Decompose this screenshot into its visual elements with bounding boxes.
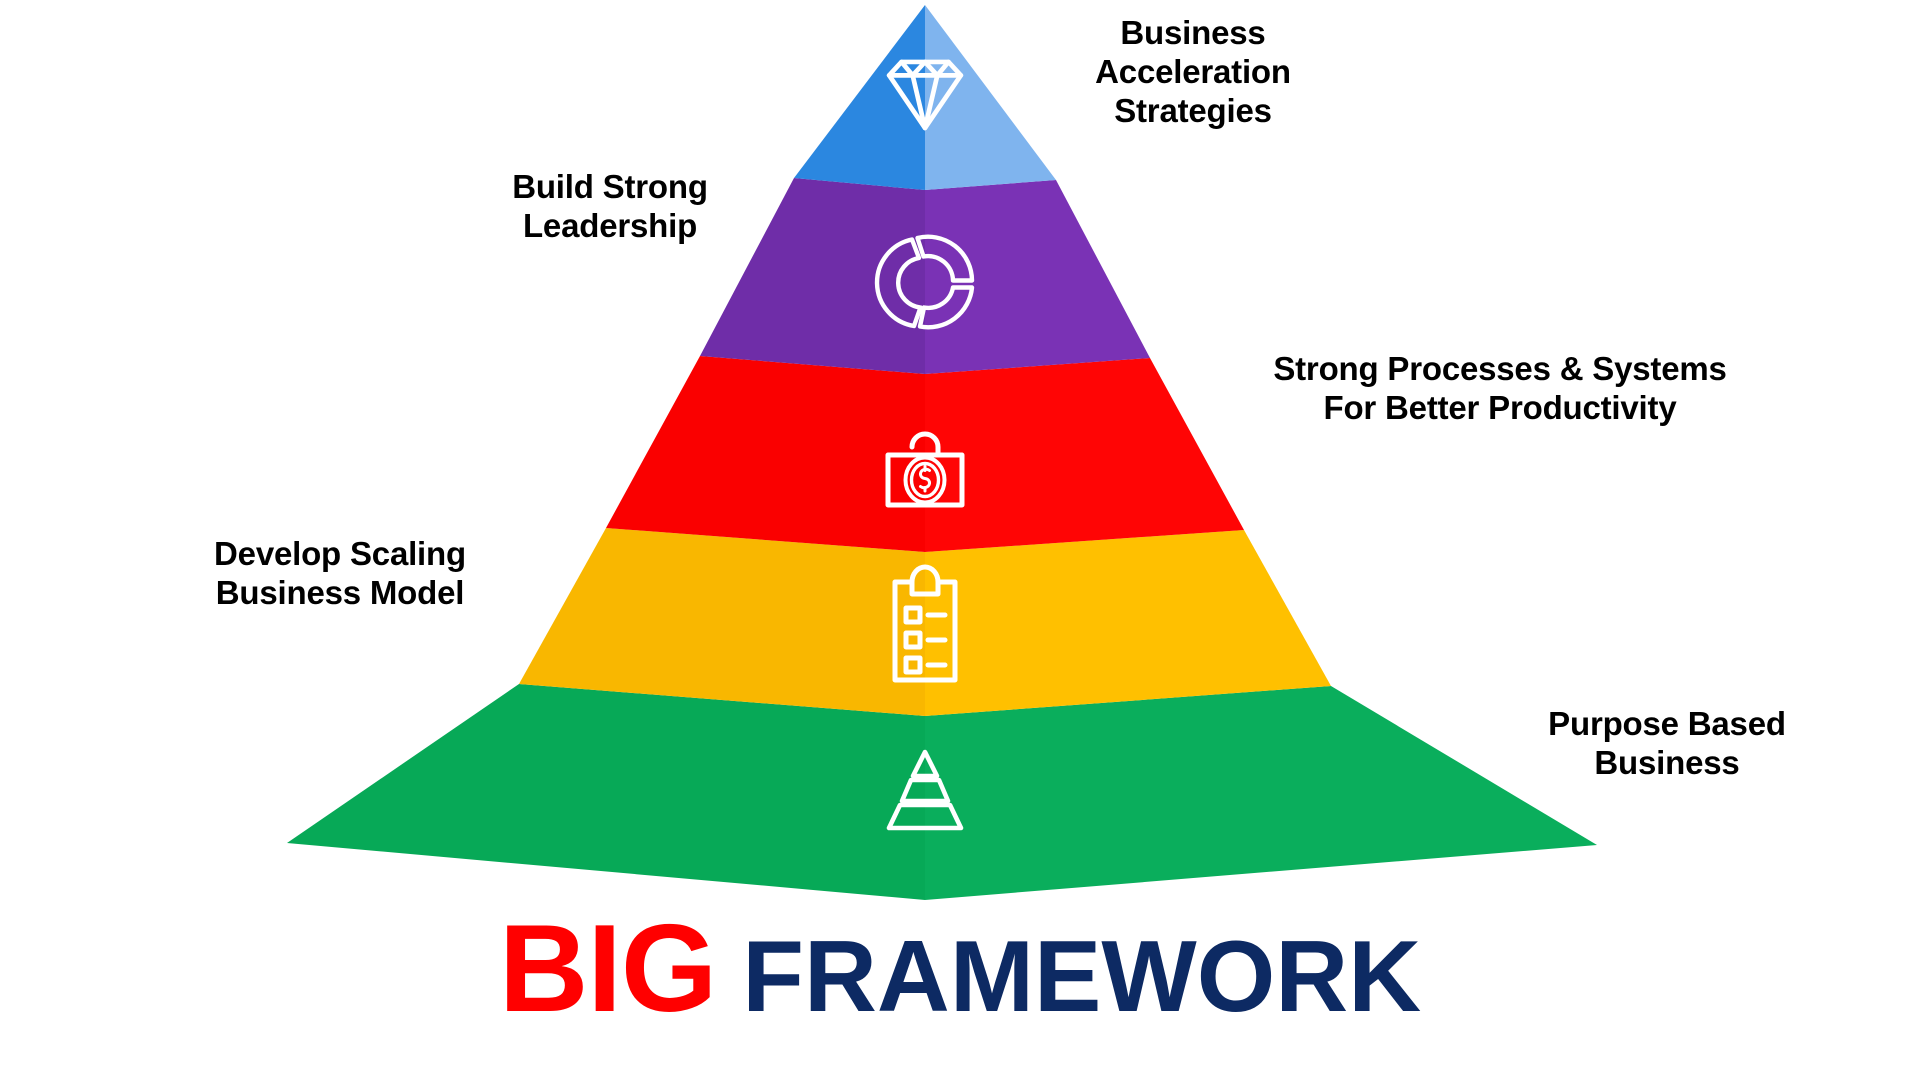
tier-1-left-face — [794, 5, 925, 190]
pyramid-tier-5[interactable] — [287, 684, 1597, 900]
tier-5-label: Purpose Based Business — [1548, 705, 1786, 781]
tier-2-left-face — [700, 178, 925, 374]
tier-2-label: Build Strong Leadership — [512, 168, 708, 244]
pyramid-tier-1[interactable] — [794, 5, 1056, 190]
tier-3-right-face — [925, 358, 1244, 552]
tier-4-left-face — [519, 528, 925, 716]
tier-2-right-face — [925, 180, 1150, 374]
diamond-icon — [886, 59, 964, 131]
tier-1-label: Business Acceleration Strategies — [1095, 14, 1291, 129]
tier-3-label: Strong Processes & Systems For Better Pr… — [1273, 350, 1727, 426]
tier-3-left-face — [606, 356, 925, 552]
pyramid-tier-4[interactable] — [519, 528, 1331, 716]
tier-4-label: Develop Scaling Business Model — [214, 535, 466, 611]
donut-chart-icon — [874, 234, 975, 330]
wordmark-framework: FRAMEWORK — [742, 921, 1422, 1033]
pyramid-tier-3[interactable] — [606, 356, 1244, 552]
tier-4-right-face — [925, 530, 1331, 716]
money-bag-icon — [885, 431, 965, 508]
wordmark-big: BIG — [498, 900, 717, 1038]
pyramid-icon — [886, 749, 964, 831]
pyramid-tier-2[interactable] — [700, 178, 1150, 374]
tier-5-right-face — [925, 686, 1597, 900]
tier-1-right-face — [925, 5, 1056, 190]
tier-5-left-face — [287, 684, 925, 900]
clipboard-checklist-icon — [892, 564, 958, 683]
